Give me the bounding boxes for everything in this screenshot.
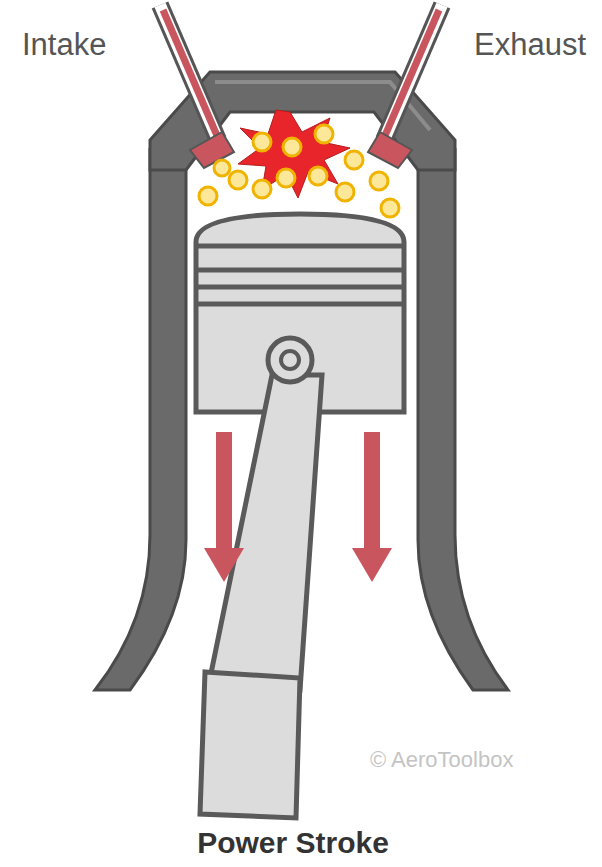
- cylinder-wall: [95, 150, 186, 690]
- watermark: © AeroToolbox: [370, 748, 513, 772]
- exhaust-valve-stem: [384, 10, 439, 138]
- exhaust-valve-stem: [384, 5, 442, 140]
- exhaust-valve-stem: [384, 5, 442, 140]
- piston-pin: [268, 338, 312, 382]
- fuel-particles: [199, 125, 399, 217]
- intake-valve-stem: [160, 5, 218, 140]
- combustion-flash: [238, 110, 350, 198]
- intake-valve-stem: [160, 5, 218, 140]
- intake-valve-stem: [163, 10, 218, 138]
- rod-big-end: [200, 672, 300, 818]
- piston-pin-hole: [281, 351, 299, 369]
- piston: [196, 214, 404, 412]
- piston-rings: [196, 270, 404, 304]
- connecting-rod: [208, 375, 322, 690]
- caption: Power Stroke: [197, 826, 389, 859]
- piston-crown-line: [196, 244, 404, 249]
- cylinder-wall: [418, 150, 508, 690]
- valve-label: Exhaust: [474, 28, 586, 62]
- motion-arrows: [204, 432, 392, 582]
- exhaust-valve-head: [368, 132, 412, 168]
- valve-label: Intake: [22, 28, 106, 62]
